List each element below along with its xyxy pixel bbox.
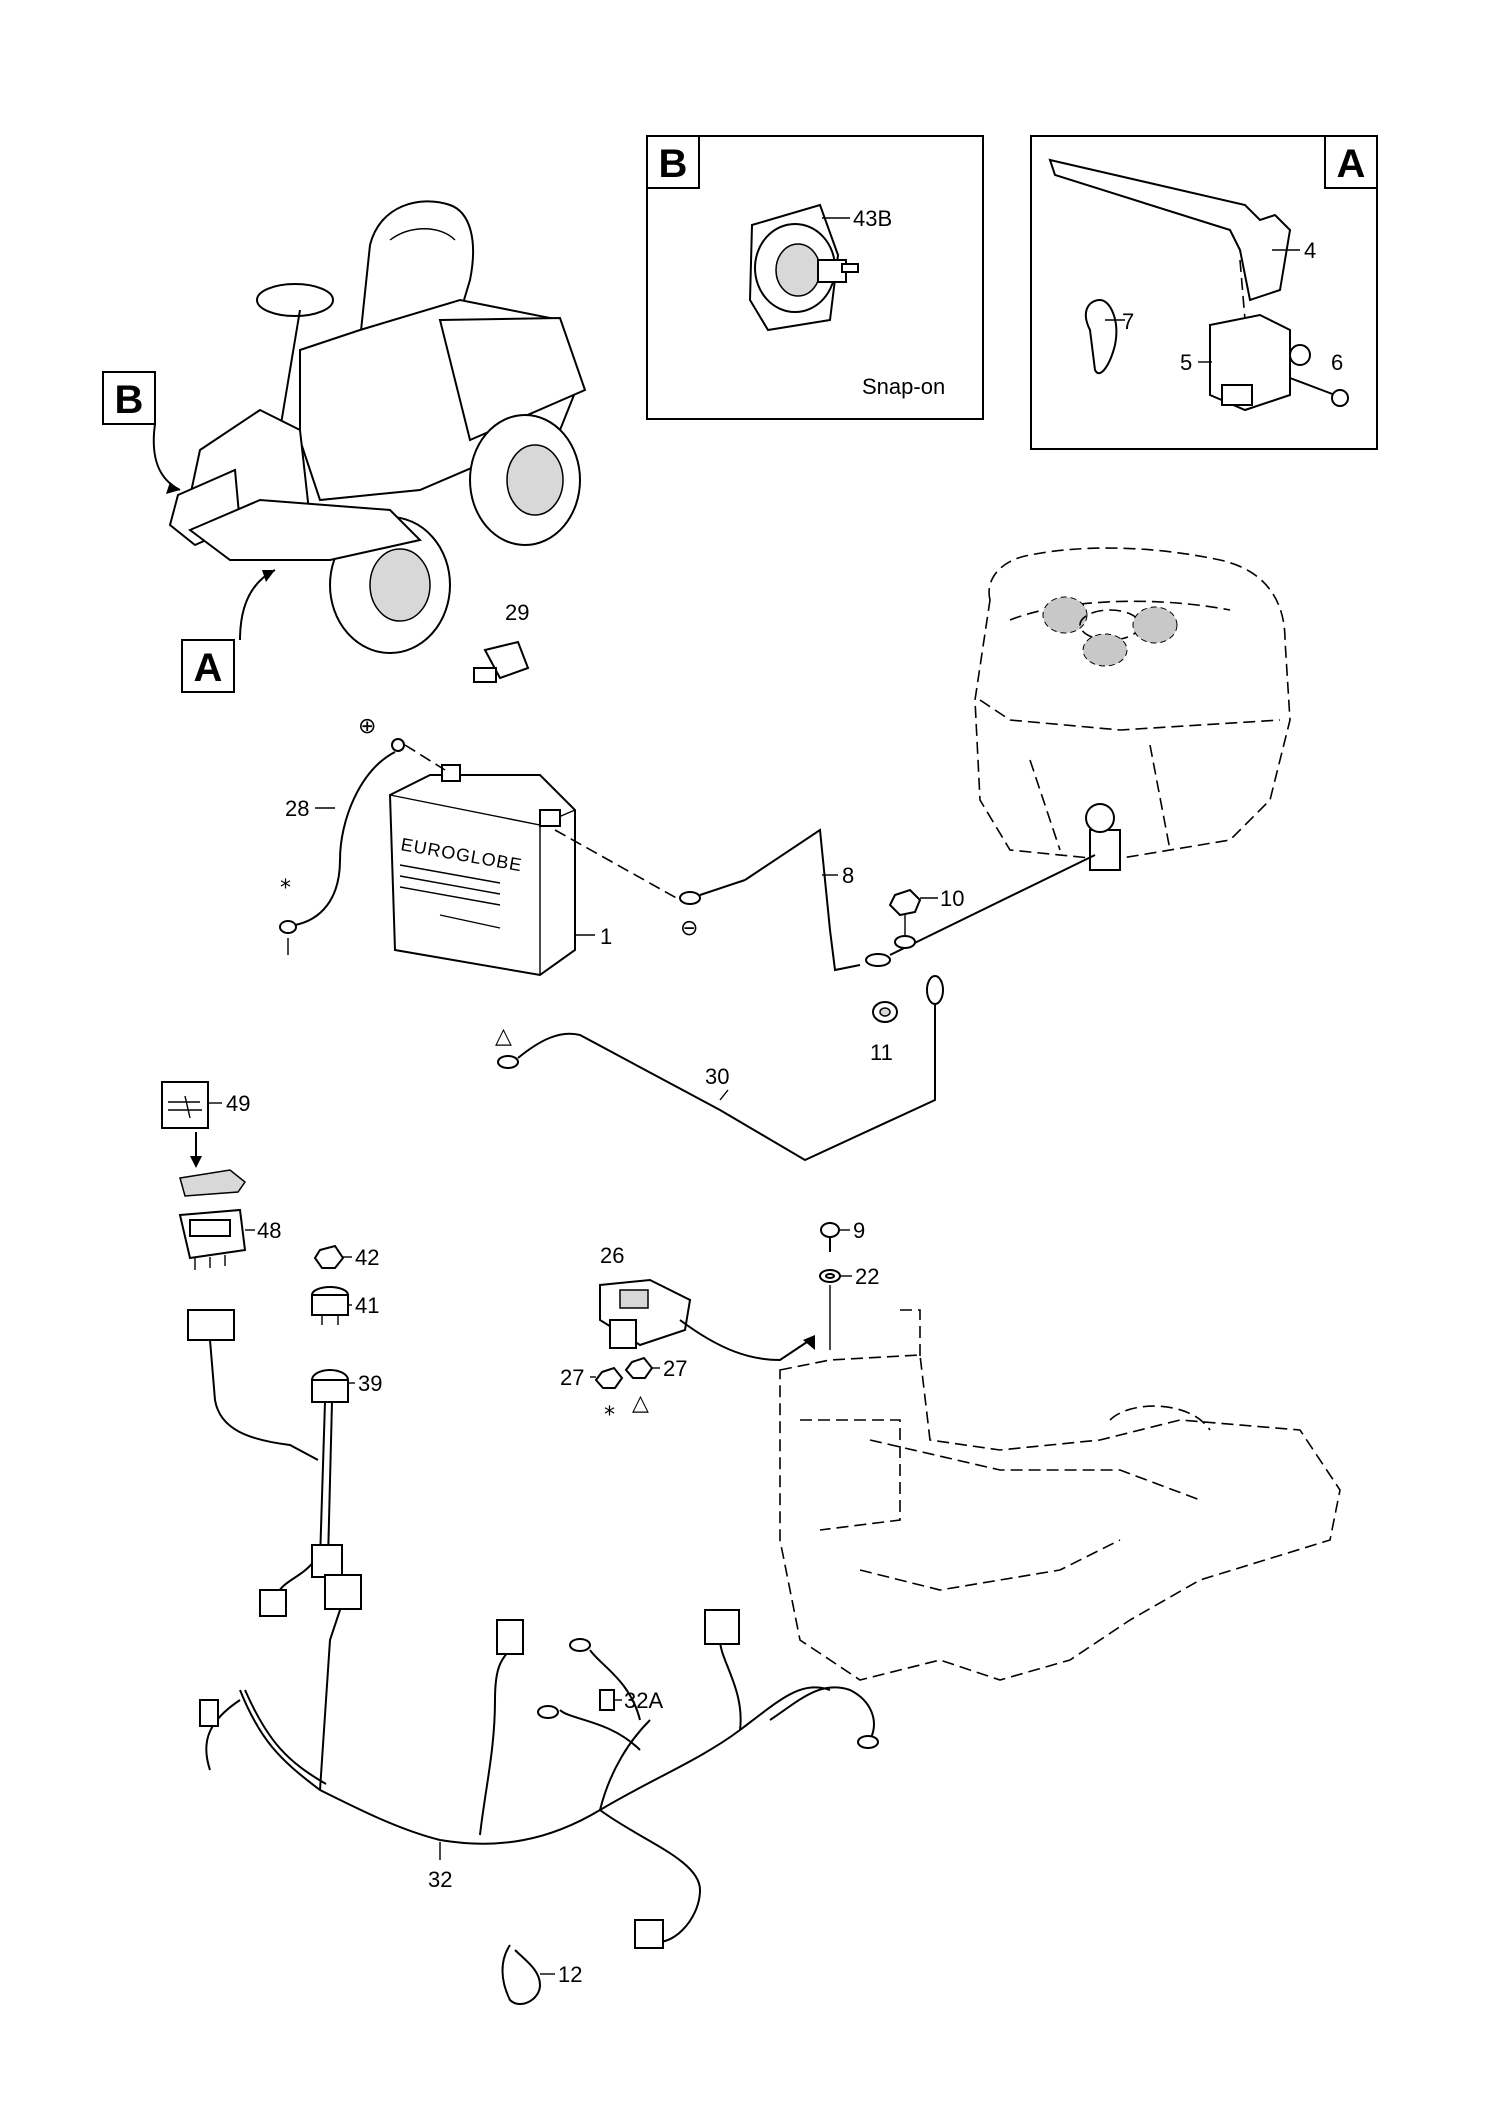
star-symbol-28: * xyxy=(280,876,291,901)
riding-mower xyxy=(168,200,587,654)
label-12: 12 xyxy=(558,1962,582,1987)
wiring-harness-32 xyxy=(199,1574,879,1949)
harness-39 xyxy=(187,1309,349,1617)
inset-b-letter: B xyxy=(659,142,688,186)
screw-6 xyxy=(1289,377,1349,407)
label-28: 28 xyxy=(285,796,309,821)
label-10: 10 xyxy=(940,886,964,911)
decal-49 xyxy=(161,1081,209,1168)
label-49: 49 xyxy=(226,1091,250,1116)
label-41: 41 xyxy=(355,1293,379,1318)
svg-text:△: △ xyxy=(495,1024,512,1049)
inset-a-letter: A xyxy=(1337,142,1366,186)
label-8: 8 xyxy=(842,863,854,888)
label-39: 39 xyxy=(358,1371,382,1396)
label-5: 5 xyxy=(1180,350,1192,375)
switch-41 xyxy=(311,1286,349,1325)
label-30: 30 xyxy=(705,1064,729,1089)
label-42: 42 xyxy=(355,1245,379,1270)
part-29-connector xyxy=(473,640,530,683)
label-4: 4 xyxy=(1304,238,1316,263)
label-48: 48 xyxy=(257,1218,281,1243)
battery: EUROGLOBE xyxy=(388,764,576,977)
callout-a: A xyxy=(181,569,276,693)
inset-a: A 4 7 5 6 xyxy=(1030,135,1378,450)
washer-22 xyxy=(819,1269,841,1283)
label-27a: 27 xyxy=(560,1365,584,1390)
nut-10 xyxy=(888,888,922,949)
nut-42 xyxy=(313,1244,345,1269)
cable-8 xyxy=(679,828,1096,972)
label-11: 11 xyxy=(870,1040,893,1065)
terminal-30 xyxy=(926,975,944,1050)
label-22: 22 xyxy=(855,1264,879,1289)
negative-symbol: ⊖ xyxy=(680,916,698,941)
nut-27-left xyxy=(594,1366,624,1389)
triangle-symbol-27: △ xyxy=(632,1391,649,1416)
switch-5 xyxy=(1209,313,1311,412)
label-7: 7 xyxy=(1122,309,1134,334)
svg-text:B: B xyxy=(115,378,144,422)
label-1: 1 xyxy=(600,924,612,949)
snap-on-socket xyxy=(748,203,859,332)
chassis-frame xyxy=(779,1309,1341,1681)
callout-b: B xyxy=(102,371,181,494)
label-29: 29 xyxy=(505,600,529,625)
label-6: 6 xyxy=(1331,350,1343,375)
cable-28 xyxy=(279,738,405,934)
star-symbol-27: * xyxy=(604,1403,615,1428)
inset-b: B 43B Snap-on xyxy=(646,135,984,420)
engine xyxy=(974,547,1291,871)
label-32: 32 xyxy=(428,1867,452,1892)
nut-27-right xyxy=(624,1356,654,1379)
screw-9 xyxy=(820,1222,840,1252)
svg-text:A: A xyxy=(194,646,223,690)
fuse-32a xyxy=(599,1689,615,1711)
label-43b: 43B xyxy=(853,206,892,231)
label-32a: 32A xyxy=(624,1688,663,1713)
positive-symbol: ⊕ xyxy=(358,714,376,739)
cable-30: △ xyxy=(495,1024,936,1162)
part-26-switch xyxy=(599,1278,815,1362)
mounting-bracket xyxy=(1048,158,1292,302)
nut-11 xyxy=(872,1001,898,1023)
cable-tie-7 xyxy=(1084,298,1118,375)
switch-48 xyxy=(178,1169,247,1270)
label-27b: 27 xyxy=(663,1356,687,1381)
snap-on-note: Snap-on xyxy=(862,374,945,399)
label-9: 9 xyxy=(853,1218,865,1243)
label-26: 26 xyxy=(600,1243,624,1268)
cable-tie-12 xyxy=(501,1944,542,2005)
